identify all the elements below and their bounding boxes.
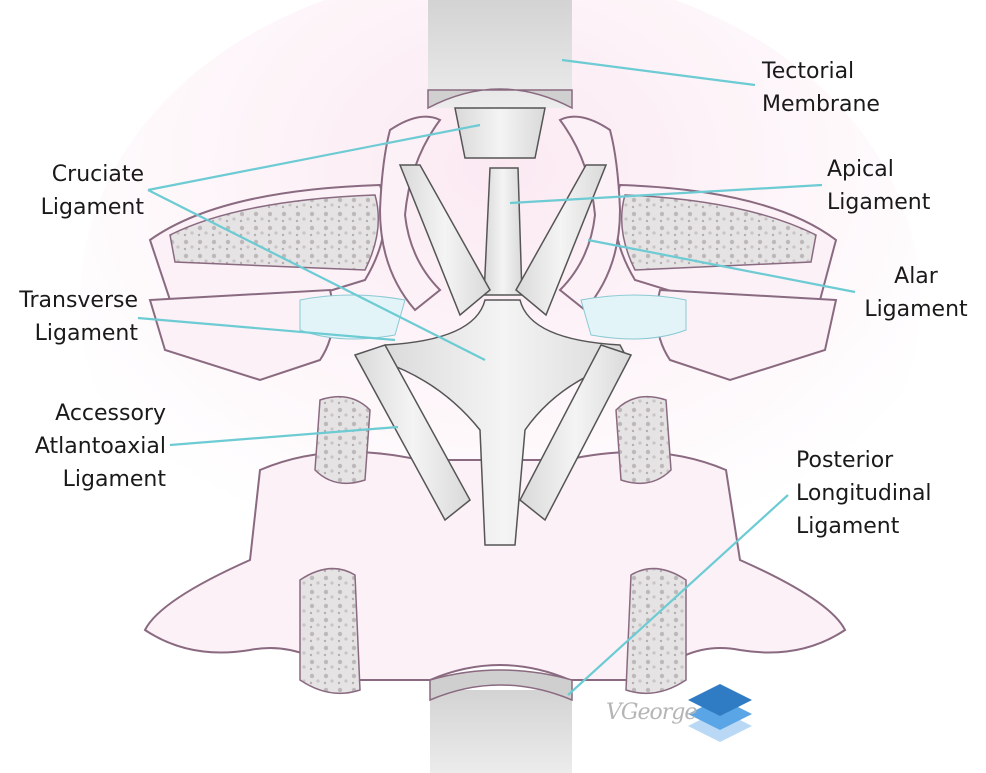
label-line: Tectorial xyxy=(762,59,855,84)
label-accessory-atlantoaxial-ligament: Accessory Atlantoaxial Ligament xyxy=(20,397,166,496)
label-line: Apical xyxy=(827,157,894,182)
label-line: Ligament xyxy=(34,321,138,346)
accessory-right-shape xyxy=(519,344,633,522)
lower-vertebral-body xyxy=(429,669,573,773)
artist-signature: VGeorge xyxy=(606,700,697,725)
label-alar-ligament: Alar Ligament xyxy=(858,260,974,326)
label-apical-ligament: Apical Ligament xyxy=(827,153,930,219)
label-line: Cruciate xyxy=(51,162,144,187)
label-line: Alar xyxy=(894,264,938,289)
atlas-left-section xyxy=(169,194,380,271)
label-line: Ligament xyxy=(796,514,900,539)
label-line: Ligament xyxy=(827,190,931,215)
cruciate-ligament-shape xyxy=(376,299,630,546)
accessory-left-shape xyxy=(353,344,471,522)
alar-left-shape xyxy=(398,164,491,317)
label-line: Transverse xyxy=(19,288,138,313)
alar-right-shape xyxy=(515,164,608,317)
label-posterior-longitudinal-ligament: Posterior Longitudinal Ligament xyxy=(796,444,932,543)
label-line: Ligament xyxy=(40,195,144,220)
label-transverse-ligament: Transverse Ligament xyxy=(6,284,138,350)
axis-right-facet xyxy=(615,395,672,485)
label-cruciate-ligament: Cruciate Ligament xyxy=(30,158,144,224)
axis-right-section xyxy=(625,567,687,695)
axis-left-section xyxy=(299,567,361,695)
label-line: Accessory xyxy=(55,401,166,426)
publisher-logo xyxy=(688,684,752,742)
leader-lines xyxy=(137,58,856,696)
label-tectorial-membrane: Tectorial Membrane xyxy=(762,55,880,121)
axis-left-facet xyxy=(314,395,371,485)
label-line: Ligament xyxy=(864,297,968,322)
ligaments xyxy=(353,164,633,546)
label-line: Longitudinal xyxy=(796,481,932,506)
apical-ligament-shape xyxy=(483,167,523,296)
label-line: Membrane xyxy=(762,92,880,117)
label-line: Ligament xyxy=(62,467,166,492)
label-line: Atlantoaxial xyxy=(34,434,166,459)
tectorial-membrane-shape xyxy=(427,0,573,159)
label-line: Posterior xyxy=(796,448,894,473)
